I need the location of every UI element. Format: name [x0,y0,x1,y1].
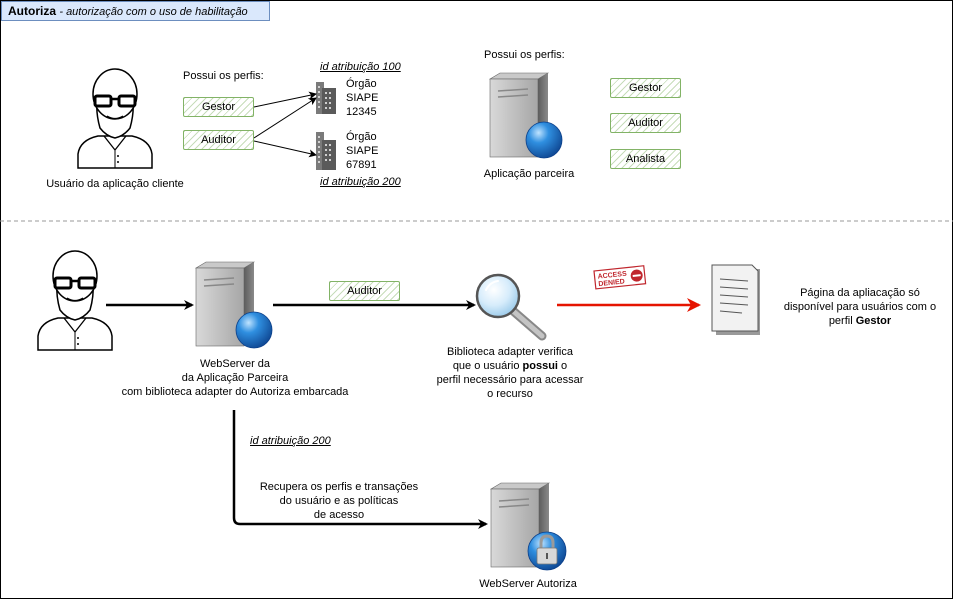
client-profiles-label: Possui os perfis: [183,70,264,82]
adapter-label-line: que o usuário possui o [452,360,568,372]
org-1-line-3: 12345 [346,106,377,118]
stamp-text-access: ACCESS [597,271,627,281]
webserver-label-line: com biblioteca adapter do Autoriza embar… [121,386,349,398]
adapter-label-line: Biblioteca adapter verifica [447,346,573,358]
user-icon-top [77,68,153,169]
partner-label: Aplicação parceira [483,168,575,180]
org-1-line-2: SIAPE [346,92,379,104]
building-icon-1 [316,82,336,114]
user-icon-bottom [37,250,113,351]
title-subtitle: - autorização com o uso de habilitação [59,6,248,18]
webserver-label: WebServer da da Aplicação Parceira com b… [105,357,365,399]
partner-profile-auditor-badge: Auditor [610,113,681,133]
client-profile-gestor-badge: Gestor [183,97,254,117]
org-2-line-3: 67891 [346,159,377,171]
diagram-title: Autoriza - autorização com o uso de habi… [1,1,270,21]
adapter-label-line: perfil necessário para acessar [436,374,584,386]
server-icon-autoriza [489,482,567,571]
assignment-id-200: id atribuição 200 [320,176,401,188]
partner-profile-gestor-badge: Gestor [610,78,681,98]
retrieve-label-line: Recupera os perfis e transações [259,481,419,493]
retrieve-label-line: do usuário e as políticas [279,495,399,507]
arrow-gestor-to-org1 [253,91,317,108]
page-description-line: disponível para usuários com o [783,301,937,313]
access-denied-stamp-icon: ACCESS DENIED [593,265,647,290]
retrieve-label: Recupera os perfis e transações do usuár… [246,480,432,522]
stamp-text-denied: DENIED [598,278,625,288]
server-icon-webserver [194,261,273,349]
partner-profile-analista-badge: Analista [610,149,681,169]
webserver-label-line: WebServer da [199,358,271,370]
autoriza-server-label: WebServer Autoriza [479,578,577,590]
assignment-id-100: id atribuição 100 [320,61,401,73]
arrow-auditor-to-org2 [253,140,317,158]
arrow-auditor-to-org1 [253,97,317,139]
retrieve-label-line: de acesso [313,509,365,521]
page-description-line: perfil Gestor [828,315,892,327]
org-1-line-1: Órgão [346,78,377,90]
server-icon-partner [488,72,563,159]
arrow-webserver-to-autoriza [232,410,488,529]
magnifier-icon [475,273,547,341]
title-main: Autoriza [8,4,56,18]
request-profile-badge: Auditor [329,281,400,301]
partner-profiles-label: Possui os perfis: [484,49,565,61]
page-description-line: Página da apliacação só [800,287,920,299]
webserver-label-line: da Aplicação Parceira [181,372,289,384]
page-description: Página da apliacação só disponível para … [770,286,950,328]
document-icon [711,264,760,335]
client-profile-auditor-badge: Auditor [183,130,254,150]
assignment-id-bottom: id atribuição 200 [250,435,331,447]
org-2-line-1: Órgão [346,131,377,143]
adapter-label: Biblioteca adapter verifica que o usuári… [420,345,600,401]
adapter-label-line: o recurso [487,388,533,400]
user-label: Usuário da aplicação cliente [46,178,184,190]
org-2-line-2: SIAPE [346,145,379,157]
building-icon-2 [316,132,336,170]
